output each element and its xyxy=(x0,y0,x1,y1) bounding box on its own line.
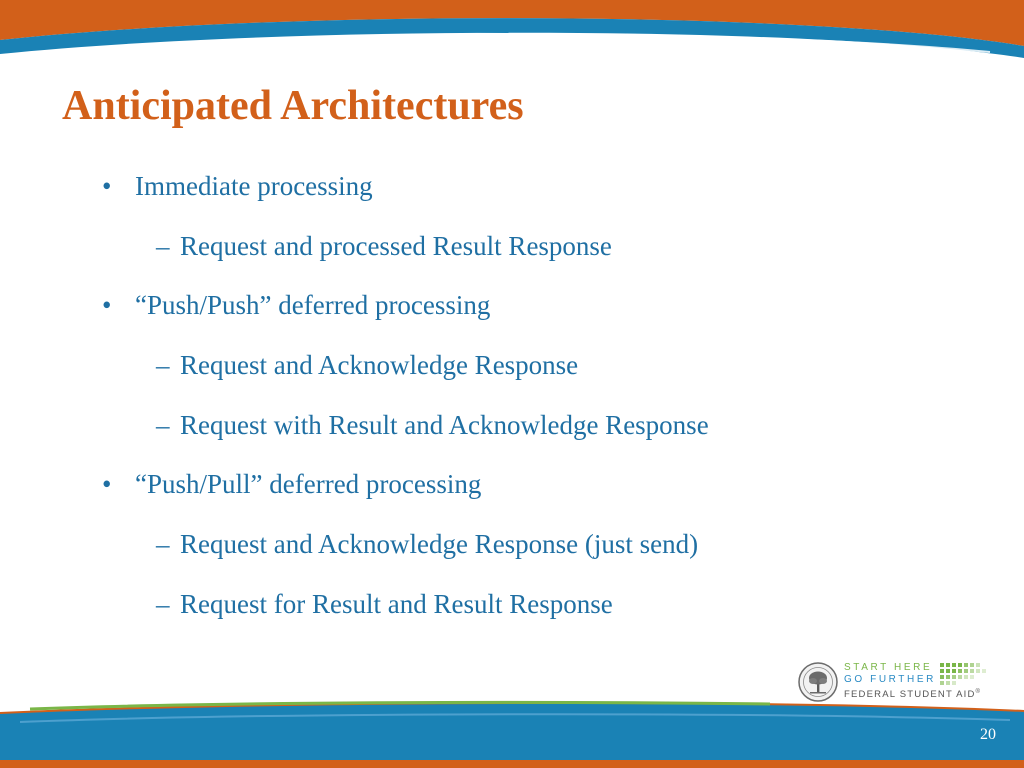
bullet-text: “Push/Pull” deferred processing xyxy=(135,469,482,499)
bullet-marker: • xyxy=(102,469,112,499)
bullet-item: • “Push/Push” deferred processing xyxy=(102,287,491,323)
bullet-item: • Immediate processing xyxy=(102,168,373,204)
sub-bullet-text: Request and processed Result Response xyxy=(180,231,612,261)
tagline-go-further: GO FURTHER xyxy=(844,674,936,685)
slide-number: 20 xyxy=(980,726,996,743)
dash-marker: – xyxy=(156,231,170,261)
dash-marker: – xyxy=(156,410,170,440)
tagline-start-here: START HERE xyxy=(844,662,933,673)
registered-mark: ® xyxy=(975,689,982,695)
top-banner xyxy=(0,0,1024,70)
department-seal-icon xyxy=(798,662,838,702)
bullet-text: “Push/Push” deferred processing xyxy=(135,290,491,320)
dash-marker: – xyxy=(156,529,170,559)
pixel-grid-icon xyxy=(940,663,986,685)
bullet-marker: • xyxy=(102,171,112,201)
bullet-text: Immediate processing xyxy=(135,171,373,201)
dash-marker: – xyxy=(156,589,170,619)
slide-title: Anticipated Architectures xyxy=(62,83,524,129)
federal-student-aid-logo: START HERE GO FURTHER FEDERAL STUDENT AI… xyxy=(798,661,998,703)
sub-bullet-text: Request for Result and Result Response xyxy=(180,589,613,619)
sub-bullet-item: – Request with Result and Acknowledge Re… xyxy=(156,407,709,443)
bullet-item: • “Push/Pull” deferred processing xyxy=(102,466,482,502)
sub-bullet-item: – Request for Result and Result Response xyxy=(156,586,613,622)
sub-bullet-text: Request and Acknowledge Response (just s… xyxy=(180,529,699,559)
sub-bullet-text: Request with Result and Acknowledge Resp… xyxy=(180,410,709,440)
tagline-federal-student-aid: FEDERAL STUDENT AID® xyxy=(844,687,981,700)
sub-bullet-item: – Request and processed Result Response xyxy=(156,228,612,264)
bullet-marker: • xyxy=(102,290,112,320)
sub-bullet-text: Request and Acknowledge Response xyxy=(180,350,579,380)
sub-bullet-item: – Request and Acknowledge Response xyxy=(156,347,579,383)
dash-marker: – xyxy=(156,350,170,380)
bottom-banner xyxy=(0,700,1024,768)
tagline-federal-student-aid-text: FEDERAL STUDENT AID xyxy=(844,689,976,701)
sub-bullet-item: – Request and Acknowledge Response (just… xyxy=(156,526,699,562)
